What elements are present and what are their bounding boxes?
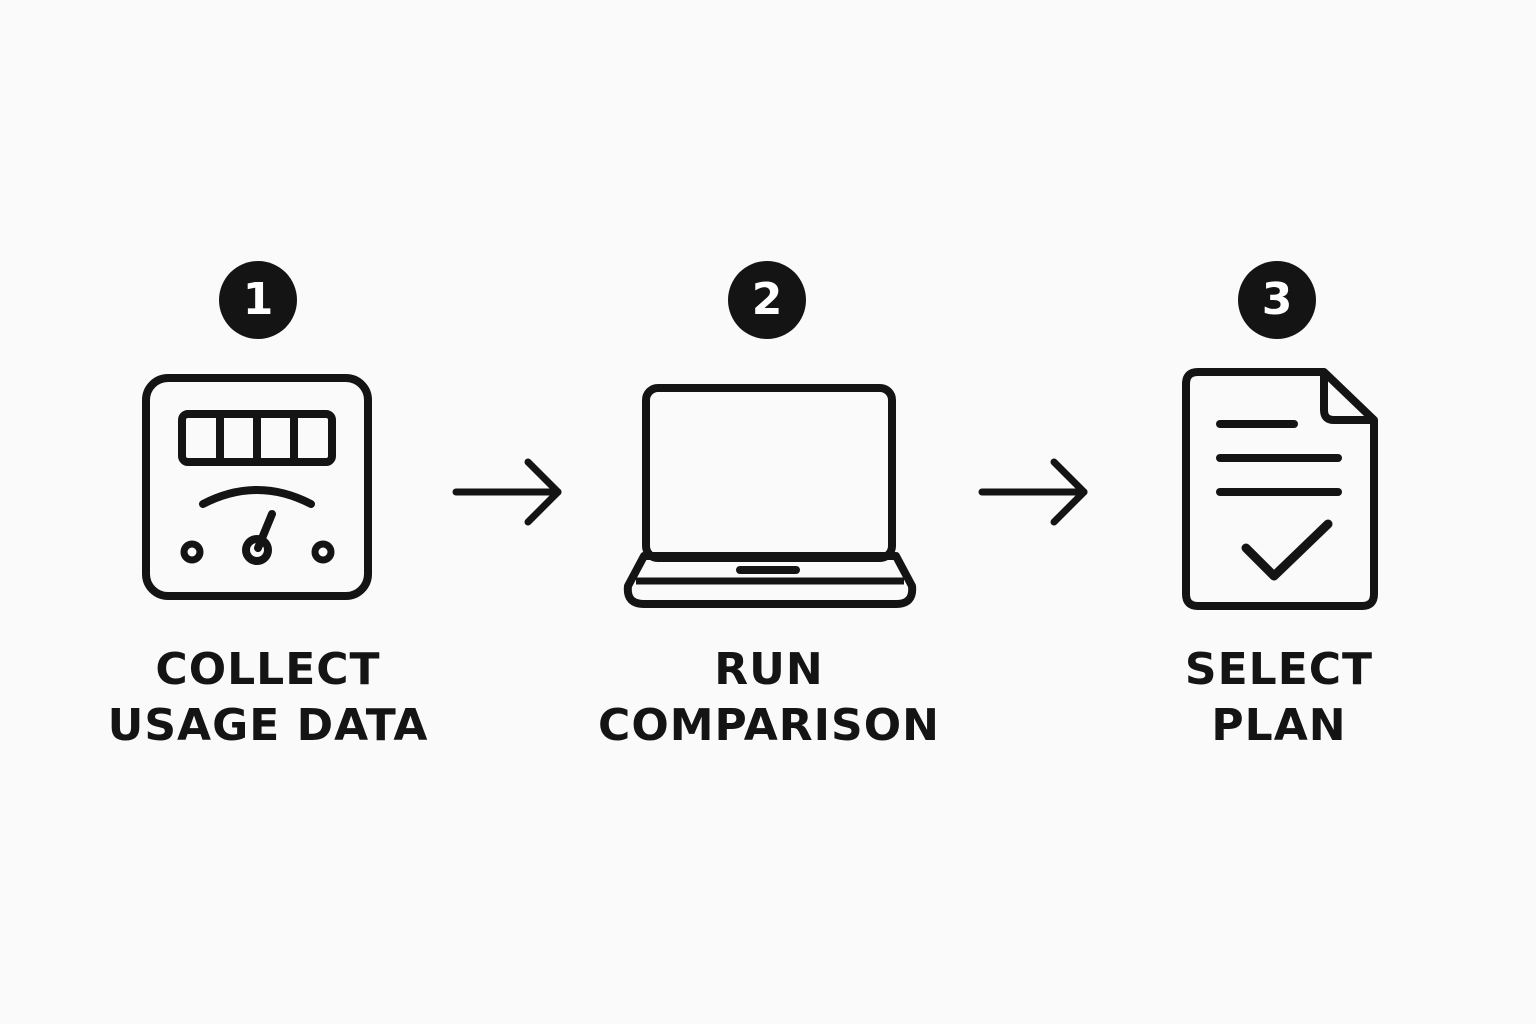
arrow-right-icon [978, 458, 1088, 526]
document-check-icon [1182, 368, 1378, 610]
step-1-label-line-1: COLLECT [155, 644, 381, 695]
step-3-number-badge: 3 [1238, 261, 1316, 339]
utility-meter-icon [142, 374, 372, 600]
arrow-right-icon [452, 458, 562, 526]
step-3-label: SELECT PLAN [1069, 642, 1489, 754]
step-2-label: RUN COMPARISON [559, 642, 979, 754]
step-3-label-line-2: PLAN [1211, 700, 1347, 751]
laptop-icon [623, 384, 917, 608]
step-2-label-line-1: RUN [714, 644, 824, 695]
step-3-number: 3 [1261, 274, 1293, 325]
step-2-number-badge: 2 [728, 261, 806, 339]
step-2-label-line-2: COMPARISON [598, 700, 940, 751]
step-1-number-badge: 1 [219, 261, 297, 339]
step-2-number: 2 [751, 274, 783, 325]
step-1-number: 1 [242, 274, 274, 325]
step-1-label: COLLECT USAGE DATA [58, 642, 478, 754]
step-3-label-line-1: SELECT [1184, 644, 1374, 695]
step-1-label-line-2: USAGE DATA [107, 700, 429, 751]
